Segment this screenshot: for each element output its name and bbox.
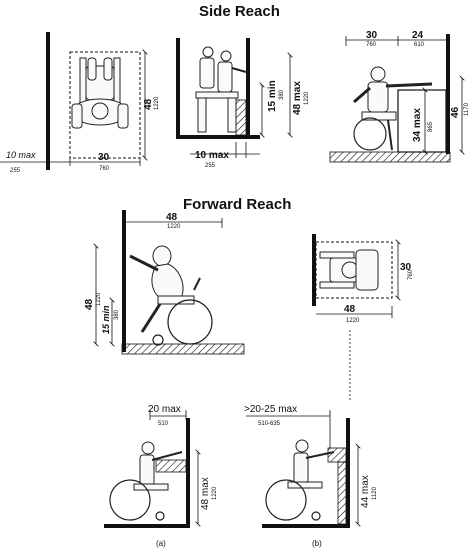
forward-b-top-metric: 510-635 (258, 421, 281, 427)
forward-elev-floor (121, 343, 245, 355)
side-elev2-b-label: 24 (412, 30, 424, 41)
forward-b-obstruction (327, 447, 347, 463)
forward-elev-width-metric: 1220 (167, 224, 181, 230)
forward-b-wheelchair-person (265, 439, 335, 521)
side-elev2-wheelchair-person (353, 66, 433, 151)
side-reach-plan-view: 48 1220 10 max 255 30 760 (0, 32, 160, 174)
forward-a-top-label: 20 max (148, 404, 181, 415)
forward-a-height-label: 48 max (200, 477, 211, 510)
side-elev2-d-metric: 1170 (464, 102, 470, 116)
side-plan-width-label: 30 (98, 152, 110, 163)
forward-elev-min-label: 15 min (101, 305, 111, 334)
side-plan-wall (46, 32, 50, 170)
forward-plan-side-metric: 760 (408, 269, 414, 280)
forward-elev-height-label: 48 (84, 298, 95, 310)
forward-b-caption: (b) (312, 539, 322, 548)
side-reach-heading: Side Reach (199, 3, 280, 20)
forward-elev-height-metric: 1220 (96, 292, 102, 306)
side-elev1-min-metric: 380 (279, 89, 285, 100)
side-elev2-c-metric: 865 (428, 121, 434, 132)
forward-elev-width-label: 48 (166, 212, 178, 223)
side-elev2-b-metric: 610 (414, 42, 425, 48)
side-elev1-depth-label: 10 max (195, 150, 229, 161)
side-plan-wheelchair-person (71, 57, 129, 129)
side-elev2-floor (329, 151, 451, 163)
forward-plan-side-label: 30 (400, 262, 412, 273)
side-plan-max-metric: 255 (9, 168, 21, 174)
forward-b-top-label: >20-25 max (244, 404, 297, 415)
forward-a-height-metric: 1220 (212, 486, 218, 500)
forward-reach-obstruction-b: >20-25 max 510-635 44 max 1120 (b) (244, 404, 378, 548)
side-reach-elevation-1: 15 min 380 48 max 1220 10 max 255 (176, 38, 310, 169)
forward-elev-min-metric: 380 (114, 309, 120, 320)
forward-plan-clear-floor-space (315, 241, 393, 299)
forward-reach-heading: Forward Reach (183, 196, 292, 213)
side-plan-max-label: 10 max (6, 150, 36, 160)
side-reach-elevation-2: 30 760 24 610 34 max 865 46 1170 (329, 30, 470, 163)
forward-plan-width-metric: 1220 (346, 318, 360, 324)
side-elev1-max-label: 48 max (292, 81, 303, 115)
forward-reach-plan-view: 30 760 48 1220 (312, 234, 414, 400)
forward-a-caption: (a) (156, 539, 166, 548)
side-plan-width-metric: 760 (99, 166, 110, 172)
side-elev2-counter (397, 89, 447, 153)
side-plan-clear-floor-space (69, 51, 141, 159)
side-elev1-depth-metric: 255 (205, 163, 216, 169)
side-elev2-a-label: 30 (366, 30, 378, 41)
forward-plan-wheelchair-person (319, 249, 379, 291)
side-plan-depth-label: 48 (143, 98, 154, 110)
side-elev1-min-label: 15 min (267, 80, 278, 112)
side-elev1-counter (235, 99, 247, 136)
side-elev2-a-metric: 760 (366, 42, 377, 48)
forward-reach-obstruction-a: 20 max 510 48 max 1220 (a) (104, 404, 218, 548)
forward-plan-width-label: 48 (344, 304, 356, 315)
forward-a-top-metric: 510 (158, 421, 169, 427)
side-plan-depth-metric: 1220 (154, 96, 160, 110)
side-elev2-d-label: 46 (450, 106, 461, 118)
side-elev1-wheelchair-people (195, 46, 247, 133)
side-elev2-c-label: 34 max (412, 108, 423, 142)
forward-b-height-metric: 1120 (372, 486, 378, 500)
forward-elev-wheelchair-person (129, 245, 213, 346)
forward-reach-elevation: 48 1220 48 1220 15 min 380 (84, 210, 245, 355)
side-elev1-max-metric: 1220 (304, 91, 310, 105)
forward-a-obstruction (155, 459, 187, 473)
forward-a-wheelchair-person (109, 441, 183, 521)
forward-b-height-label: 44 max (360, 475, 371, 508)
